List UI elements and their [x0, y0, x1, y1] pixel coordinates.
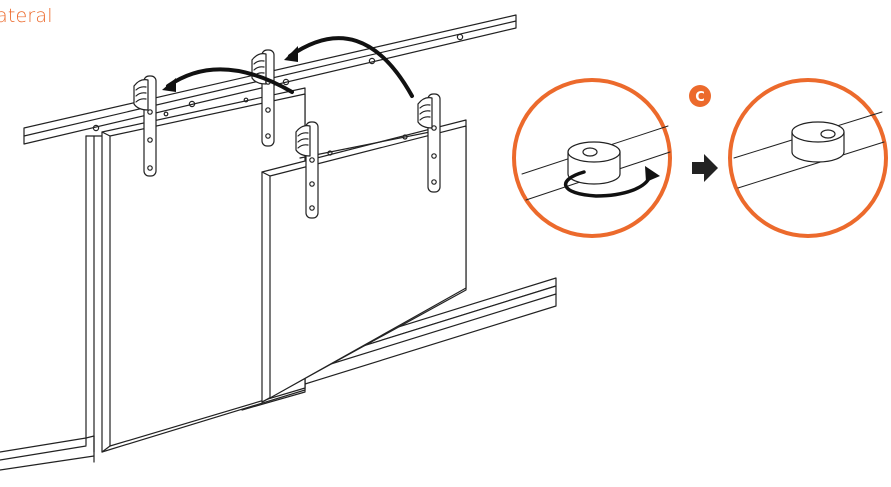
curved-arrow-right [284, 36, 414, 98]
hanger-front-left [295, 121, 319, 219]
rear-door [101, 87, 306, 453]
barn-door-scene [0, 14, 557, 471]
curved-arrow-left [162, 67, 294, 94]
rotate-arrow-icon [563, 166, 660, 198]
wall-jamb [0, 135, 103, 471]
detail-after [728, 78, 888, 238]
hanger-rear-left [133, 75, 157, 177]
stopper-after [791, 121, 845, 163]
detail-before [512, 78, 672, 238]
page-heading: ateral [0, 5, 53, 27]
arrow-right-icon [692, 154, 718, 182]
stopper-before [567, 141, 621, 185]
step-badge: C [689, 85, 711, 107]
step-label: C [695, 90, 705, 105]
hanger-front-right [417, 93, 441, 193]
